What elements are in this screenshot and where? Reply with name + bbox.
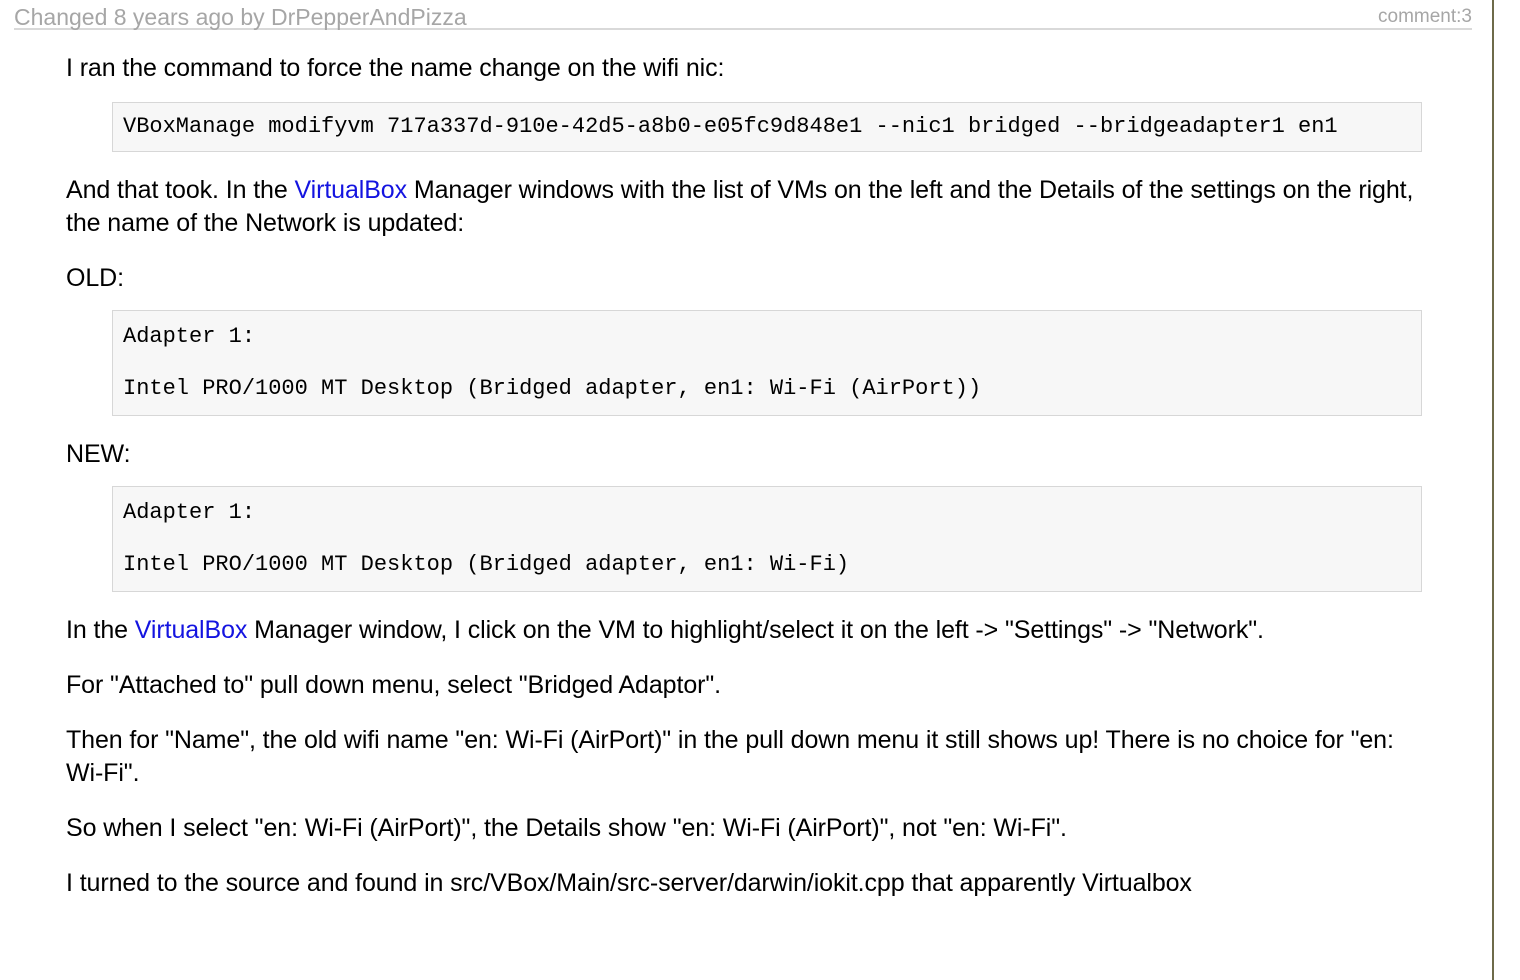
code-new-line-2: Intel PRO/1000 MT Desktop (Bridged adapt…	[123, 552, 850, 577]
code-old-line-2: Intel PRO/1000 MT Desktop (Bridged adapt…	[123, 376, 982, 401]
paragraph-intro: I ran the command to force the name chan…	[66, 54, 725, 82]
paragraph-settings-network: In the VirtualBox Manager window, I clic…	[66, 592, 1430, 647]
paragraph-details-show: So when I select "en: Wi-Fi (AirPort)", …	[66, 814, 1067, 842]
label-new: NEW:	[66, 440, 131, 468]
virtualbox-link-1[interactable]: VirtualBox	[294, 176, 408, 204]
label-old: OLD:	[66, 264, 124, 292]
change-author-line: Changed 8 years ago by DrPepperAndPizza	[14, 4, 467, 30]
paragraph-manager-details: And that took. In the VirtualBox Manager…	[66, 152, 1430, 240]
code-new-blank-line	[123, 528, 1413, 550]
code-block-vboxmanage-command: VBoxManage modifyvm 717a337d-910e-42d5-a…	[112, 102, 1422, 152]
page-right-border	[1492, 0, 1494, 980]
code-old-line-1: Adapter 1:	[123, 324, 256, 349]
virtualbox-link-2[interactable]: VirtualBox	[134, 616, 248, 644]
paragraph-settings-network-text-before: In the	[66, 616, 135, 644]
comment-anchor-link[interactable]: comment:3	[1378, 6, 1472, 27]
change-header: Changed 8 years ago by DrPepperAndPizza …	[14, 0, 1472, 30]
code-old-blank-line	[123, 352, 1413, 374]
paragraph-source-iokit: I turned to the source and found in src/…	[66, 869, 1192, 897]
page-right-gutter	[1494, 0, 1520, 980]
paragraph-attached-to: For "Attached to" pull down menu, select…	[66, 671, 721, 699]
code-block-old-adapter: Adapter 1: Intel PRO/1000 MT Desktop (Bri…	[112, 310, 1422, 416]
paragraph-name-pulldown: Then for "Name", the old wifi name "en: …	[66, 726, 1394, 787]
comment-body: I ran the command to force the name chan…	[0, 30, 1490, 900]
paragraph-manager-details-text-before: And that took. In the	[66, 176, 295, 204]
paragraph-manager-details-text-after: Manager windows with the list of VMs on …	[66, 176, 1414, 237]
paragraph-settings-network-text-after: Manager window, I click on the VM to hig…	[247, 616, 1264, 644]
code-new-line-1: Adapter 1:	[123, 500, 256, 525]
code-block-new-adapter: Adapter 1: Intel PRO/1000 MT Desktop (Bri…	[112, 486, 1422, 592]
